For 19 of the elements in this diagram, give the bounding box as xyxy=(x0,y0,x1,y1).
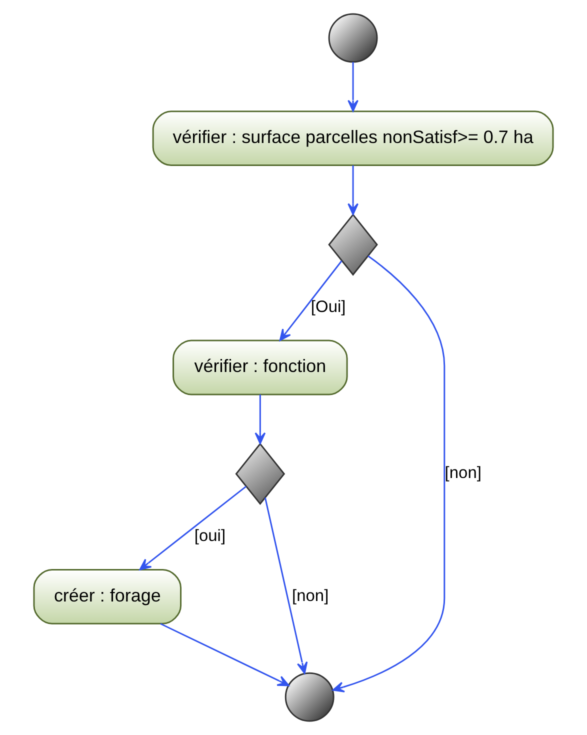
node-diamond xyxy=(235,442,286,505)
arrow xyxy=(332,255,446,692)
arrow xyxy=(348,165,358,216)
node-circle xyxy=(284,672,334,722)
node-box: vérifier : fonction xyxy=(172,340,348,396)
arrow xyxy=(254,394,266,444)
node-circle xyxy=(328,13,378,63)
arrow xyxy=(264,498,308,674)
arrow xyxy=(279,260,342,341)
edge-label: [Oui] xyxy=(310,298,346,316)
edge-label: [non] xyxy=(292,586,329,605)
node-diamond xyxy=(328,214,378,276)
edge-label: [oui] xyxy=(194,526,226,545)
arrow xyxy=(139,486,247,570)
edge-label: [non] xyxy=(444,464,482,482)
arrow xyxy=(348,62,358,112)
arrow xyxy=(160,623,290,686)
node-box: créer : forage xyxy=(33,568,182,624)
node-box: vérifier : surface parcelles nonSatisf>= 0.7 ha xyxy=(152,110,554,166)
